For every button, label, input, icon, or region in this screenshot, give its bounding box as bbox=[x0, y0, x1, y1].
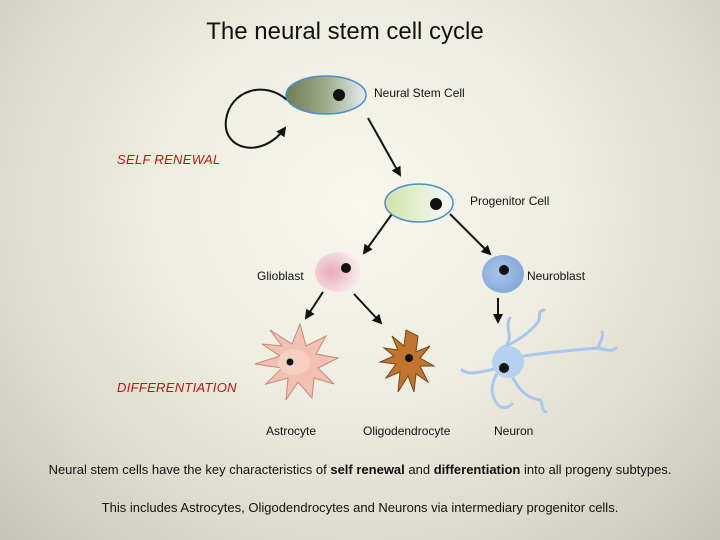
self-renewal-loop-arrow bbox=[224, 88, 288, 149]
arrow-stem-to-progenitor bbox=[367, 117, 401, 177]
caption-1-part-1: Neural stem cells have the key character… bbox=[48, 462, 331, 477]
neuron-icon bbox=[460, 308, 618, 414]
page-title: The neural stem cell cycle bbox=[206, 18, 484, 45]
caption-1-part-2: and bbox=[404, 462, 434, 477]
neural-stem-cell-icon bbox=[285, 75, 367, 115]
neural-stem-cell-label: Neural Stem Cell bbox=[374, 86, 465, 100]
progenitor-cell-label: Progenitor Cell bbox=[470, 194, 550, 208]
astrocyte-label: Astrocyte bbox=[266, 424, 317, 438]
caption-1-bold-1: self renewal bbox=[330, 462, 405, 477]
arrow-glioblast-to-oligodendrocyte bbox=[353, 293, 383, 325]
arrow-glioblast-to-astrocyte bbox=[304, 291, 324, 320]
neuroblast-icon bbox=[482, 255, 524, 293]
arrow-progenitor-to-glioblast bbox=[362, 213, 393, 255]
self-renewal-label: SELF RENEWAL bbox=[117, 152, 221, 167]
oligodendrocyte-icon bbox=[378, 329, 436, 393]
caption-1-part-3: into all progeny subtypes. bbox=[520, 462, 672, 477]
astrocyte-icon bbox=[254, 322, 340, 401]
differentiation-label: DIFFERENTIATION bbox=[117, 380, 237, 395]
neuron-label: Neuron bbox=[494, 424, 534, 438]
neuroblast-label: Neuroblast bbox=[527, 269, 586, 283]
glioblast-icon bbox=[315, 252, 361, 292]
caption-line-1: Neural stem cells have the key character… bbox=[0, 462, 720, 477]
caption-1-bold-2: differentiation bbox=[433, 462, 521, 477]
oligodendrocyte-label: Oligodendrocyte bbox=[363, 424, 451, 438]
caption-line-2: This includes Astrocytes, Oligodendrocyt… bbox=[101, 500, 619, 515]
progenitor-cell-icon bbox=[384, 183, 454, 223]
arrow-progenitor-to-neuroblast bbox=[449, 213, 492, 256]
glioblast-label: Glioblast bbox=[257, 269, 304, 283]
